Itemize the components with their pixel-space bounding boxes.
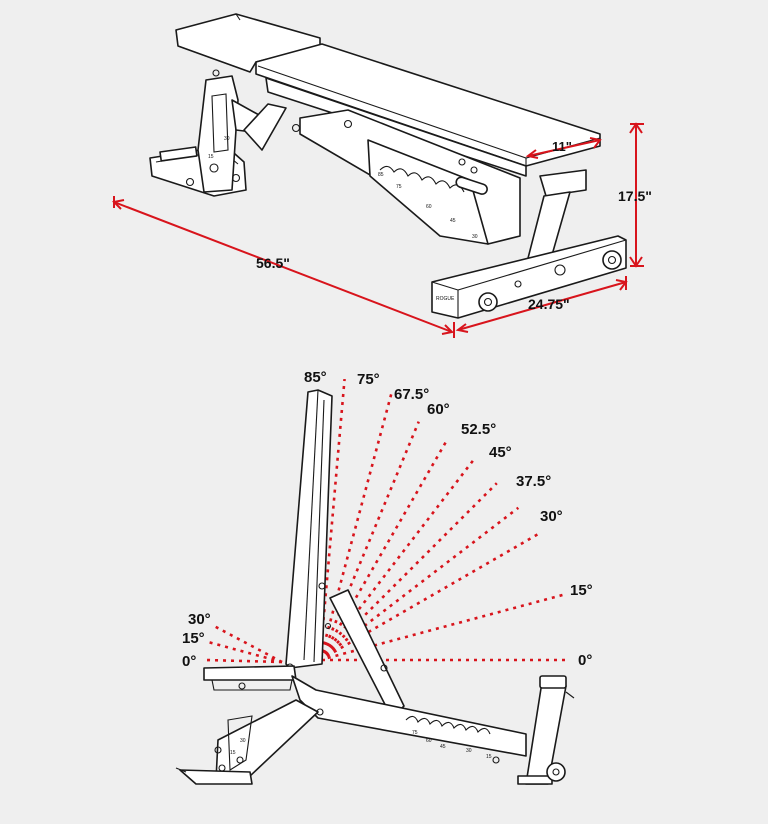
svg-text:45: 45: [450, 218, 456, 224]
bench-side-view: 0° 15° 30° 37.5°45° 52.5° 60°67.5° 75° 85° 0° 15°…: [175, 369, 593, 785]
seat-angle-ray: [213, 624, 283, 664]
svg-text:75: 75: [412, 730, 418, 736]
back-angle-label: 67.5°: [394, 386, 429, 403]
back-angle-label: 15°: [570, 582, 593, 599]
back-angle-label: 52.5°: [461, 421, 496, 438]
back-angle-ray: [318, 393, 393, 661]
svg-text:30: 30: [472, 234, 478, 240]
seat-pad-side: [203, 665, 297, 691]
svg-text:ROGUE: ROGUE: [436, 296, 455, 302]
front-leg-side: [517, 675, 575, 785]
length-label: 56.5": [256, 255, 290, 271]
bench-isometric-view: 15 30 85 75 60: [111, 13, 652, 338]
dimension-lines: [111, 122, 644, 338]
rear-leg-assembly: 15 30: [149, 69, 287, 197]
back-angle-ray: [318, 421, 420, 661]
seat-angle-label: 30°: [188, 611, 211, 628]
main-rail: 85 75 60 45 30: [291, 109, 521, 245]
seat-angle-ray: [205, 658, 283, 664]
angle-rays: [205, 378, 570, 664]
back-angle-ray: [318, 441, 448, 661]
svg-text:60: 60: [426, 204, 432, 210]
svg-text:30: 30: [224, 136, 230, 142]
svg-text:45: 45: [440, 744, 446, 750]
seat-angle-ray: [207, 640, 283, 664]
svg-text:75: 75: [396, 184, 402, 190]
svg-text:30: 30: [466, 748, 472, 754]
svg-text:60: 60: [426, 738, 432, 744]
back-angle-label: 0°: [578, 652, 592, 669]
svg-text:15: 15: [208, 154, 214, 160]
angle-labels: 0° 15° 30° 37.5°45° 52.5° 60°67.5° 75° 85° 0° 15°…: [182, 369, 593, 670]
seat-angle-label: 0°: [182, 653, 196, 670]
seat-angle-label: 15°: [182, 630, 205, 647]
back-pad-upright: [285, 389, 333, 671]
svg-text:15: 15: [486, 754, 492, 760]
back-angle-ray: [318, 459, 475, 661]
back-angle-label: 85°: [304, 369, 327, 386]
back-angle-ray: [319, 482, 498, 661]
front-base-assembly: ROGUE: [431, 169, 627, 319]
svg-text:15: 15: [230, 750, 236, 756]
back-angle-label: 30°: [540, 508, 563, 525]
back-angle-label: 60°: [427, 401, 450, 418]
back-angle-label: 75°: [357, 371, 380, 388]
back-angle-label: 37.5°: [516, 473, 551, 490]
back-angle-label: 45°: [489, 444, 512, 461]
pad-width-label: 11": [552, 139, 572, 154]
rear-leg-side: 15 30: [175, 699, 319, 785]
svg-text:30: 30: [240, 738, 246, 744]
height-label: 17.5": [618, 188, 652, 204]
width-label: 24.75": [528, 296, 570, 312]
main-frame-side: 75 60 45 30 15: [268, 675, 527, 764]
dimension-labels: 56.5" 24.75" 17.5" 11": [256, 139, 652, 312]
svg-text:85: 85: [378, 172, 384, 178]
